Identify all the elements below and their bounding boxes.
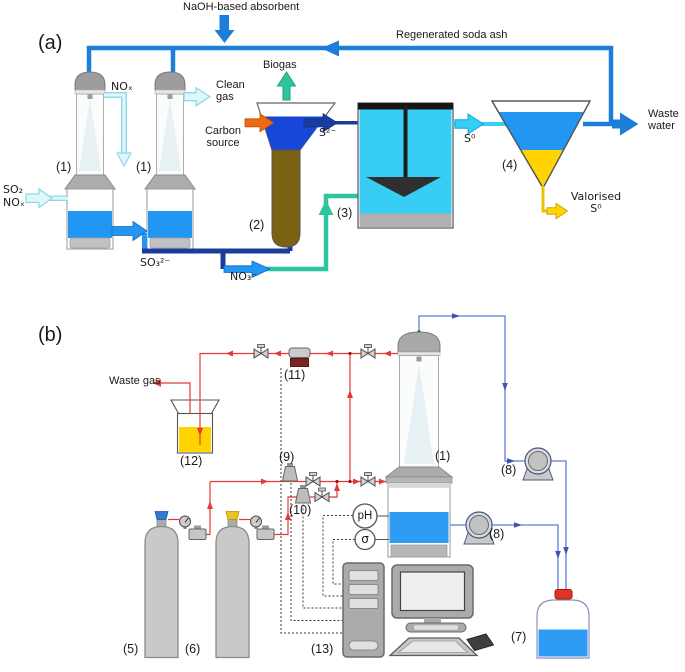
so2-label: SO₂ <box>3 183 24 196</box>
valorised-sulfur-line <box>541 186 569 220</box>
sigma-label: σ <box>361 532 369 546</box>
nitrate-arrow <box>223 260 271 279</box>
liquid-transfer-arrow <box>111 220 148 242</box>
gas-trap-flask-12 <box>170 399 220 454</box>
nox-feed-label: NOₓ <box>3 196 25 209</box>
conductivity-probe <box>354 528 389 551</box>
valve-icon <box>360 344 376 359</box>
waste-water-line <box>583 112 639 136</box>
unit-12-label: (12) <box>180 454 203 468</box>
valve-icon <box>360 472 376 487</box>
waste-water-label: Waste water <box>648 108 679 132</box>
unit-6-label: (6) <box>185 642 201 656</box>
valve-icon <box>253 344 269 359</box>
carbon-source-arrow <box>244 113 275 133</box>
sulfite-label: SO₃²⁻ <box>140 256 171 269</box>
unit-8a-label: (8) <box>501 463 517 477</box>
stirrer-blade <box>366 177 441 197</box>
nox-label: NOₓ <box>111 80 133 93</box>
sulfide-label: S²⁻ <box>319 126 337 139</box>
regen-soda-ash-label: Regenerated soda ash <box>396 29 508 41</box>
unit-1-label: (1) <box>435 449 451 463</box>
sulfide-line <box>303 112 360 133</box>
sulfite-transfer-line <box>111 220 293 269</box>
naoh-label: NaOH-based absorbent <box>183 1 300 13</box>
gas-analyzer-11 <box>288 347 311 367</box>
so2-nox-feed-arrow <box>25 187 68 209</box>
signal-cables <box>280 368 355 634</box>
valve-icon <box>314 487 330 502</box>
settler-4 <box>490 100 592 190</box>
panel-b-diagram <box>144 313 590 659</box>
waste-gas-label: Waste gas <box>109 375 161 387</box>
clean-gas-label: Clean gas <box>216 79 245 103</box>
valve-icon <box>305 472 321 487</box>
medium-tank-7 <box>536 589 590 659</box>
spray-column-1 <box>384 331 454 558</box>
sulfur-label: S⁰ <box>464 132 476 145</box>
biogas-arrow <box>276 71 297 101</box>
keyboard <box>388 637 479 657</box>
carbon-source-label: Carbon source <box>204 125 242 149</box>
unit-1a-label: (1) <box>56 160 72 174</box>
pressure-gauge-icon <box>179 515 191 530</box>
nitrate-line <box>223 193 360 279</box>
unit-3-label: (3) <box>337 206 353 220</box>
unit-5-label: (5) <box>123 642 139 656</box>
biogas-label: Biogas <box>263 59 297 71</box>
unit-2-label: (2) <box>249 218 265 232</box>
gas-cylinder-5 <box>144 511 179 659</box>
monitor <box>391 564 474 633</box>
sulfur-line <box>453 113 510 135</box>
absorber-column-1 <box>64 71 116 250</box>
regulator-block-cyl6 <box>256 525 275 540</box>
unit-13-label: (13) <box>311 642 334 656</box>
ph-probe <box>352 503 389 529</box>
nitrate-label: NO₃⁻ <box>230 270 258 283</box>
valorised-sulfur-label: Valorised S⁰ <box>570 190 622 215</box>
computer-tower-13 <box>342 562 385 658</box>
mass-flow-controller-9 <box>281 463 299 482</box>
pump-8a <box>522 447 554 481</box>
mass-flow-controller-10 <box>294 485 312 504</box>
panel-a-diagram <box>25 15 639 279</box>
nox-transfer-line <box>104 92 133 168</box>
clean-gas-arrow <box>183 86 212 107</box>
recycle-flow-arrow <box>321 40 339 57</box>
naoh-feed-arrow <box>214 15 235 43</box>
stirred-reactor-3 <box>357 102 454 229</box>
unit-8b-label: (8) <box>489 527 505 541</box>
unit-10-label: (10) <box>289 503 312 517</box>
regulator-block-cyl5 <box>188 525 207 540</box>
panel-a-label: (a) <box>38 32 63 54</box>
mouse <box>466 633 495 652</box>
pressure-gauge-icon <box>250 515 262 530</box>
soda-ash-recycle-line <box>86 15 614 124</box>
unit-7-label: (7) <box>511 630 527 644</box>
gas-cylinder-6 <box>215 511 250 659</box>
panel-b-label: (b) <box>38 324 63 346</box>
stirrer-shaft <box>403 106 408 188</box>
ph-label: pH <box>357 510 373 522</box>
unit-11-label: (11) <box>284 368 306 382</box>
water-lines <box>417 313 569 589</box>
unit-4-label: (4) <box>502 158 518 172</box>
unit-1b-label: (1) <box>136 160 152 174</box>
unit-9-label: (9) <box>279 450 295 464</box>
gas-lines <box>152 350 398 536</box>
